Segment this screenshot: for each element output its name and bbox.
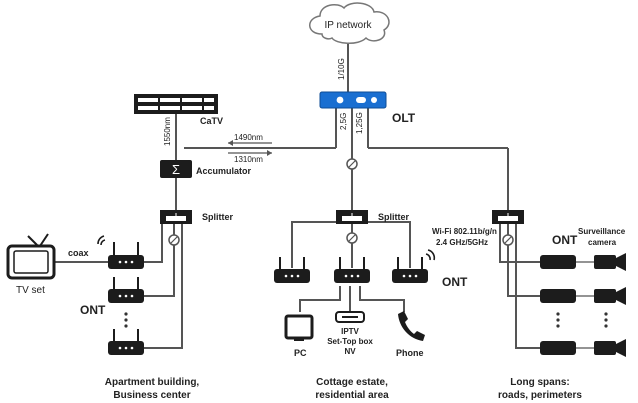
accumulator-device: Σ [160, 160, 192, 178]
ont-device-icon [540, 255, 576, 269]
phone-label: Phone [396, 348, 424, 358]
camera-label-line2: camera [588, 238, 617, 247]
uplink-speed-label: 1/10G [337, 58, 346, 80]
wifi-icon [97, 235, 106, 246]
ont-router-icon [108, 329, 144, 355]
olt-device [319, 91, 387, 109]
splitter-middle-label: Splitter [378, 212, 410, 222]
catv-transmitter [134, 94, 218, 114]
caption-middle-line2: residential area [315, 390, 389, 401]
ont-middle-label: ONT [442, 275, 468, 289]
ont-router-icon [108, 242, 144, 269]
surveillance-camera-icon [594, 287, 626, 305]
wifi-icon [425, 249, 436, 261]
phone-icon [398, 311, 425, 341]
accumulator-label: Accumulator [196, 166, 252, 176]
ip-network-label: IP network [324, 20, 372, 31]
caption-right-line2: roads, perimeters [498, 390, 582, 401]
ont-device-icon [540, 341, 576, 355]
ont-right-label: ONT [552, 233, 578, 247]
ellipsis-dots [124, 312, 128, 328]
fiber-coil-icon [168, 234, 180, 246]
coax-label: coax [68, 248, 89, 258]
iptv-label-line2: Set-Top box [327, 337, 373, 346]
surveillance-camera-icon [594, 253, 626, 271]
catv-label: CaTV [200, 116, 223, 126]
wifi-spec-line2: 2.4 GHz/5GHz [436, 238, 488, 247]
fiber-coil-icon [346, 232, 358, 244]
ont-router-icon [392, 257, 428, 283]
port-2-5g-label: 2,5G [339, 113, 348, 130]
ont-router-icon [334, 257, 370, 283]
iptv-label-line1: IPTV [341, 327, 359, 336]
lambda-1490-label: 1490nm [234, 133, 263, 142]
splitter-left-label: Splitter [202, 212, 234, 222]
camera-label-line1: Surveillance [578, 227, 626, 236]
ellipsis-dots [556, 312, 608, 328]
ont-router-icon [274, 257, 310, 283]
lambda-1550-label: 1550nm [163, 117, 172, 146]
wifi-spec-line1: Wi-Fi 802.11b/g/n [432, 227, 497, 236]
ont-router-icon [108, 277, 144, 303]
set-top-box-icon [335, 311, 365, 323]
tv-set-label: TV set [16, 285, 45, 296]
fiber-coil-icon [346, 158, 358, 170]
wavelength-arrows [228, 140, 272, 156]
caption-middle-line1: Cottage estate, [316, 377, 388, 388]
splitter-left [160, 210, 192, 224]
surveillance-camera-icon [594, 339, 626, 357]
ip-network-cloud: IP network [309, 2, 390, 44]
iptv-label-line3: NV [344, 347, 356, 356]
caption-left-line2: Business center [113, 390, 190, 401]
splitter-middle [336, 210, 368, 224]
ont-device-icon [540, 289, 576, 303]
lambda-1310-label: 1310nm [234, 155, 263, 164]
tv-set-icon [6, 233, 56, 280]
ont-left-label: ONT [80, 303, 106, 317]
pc-monitor-icon [284, 314, 314, 341]
fiber-coil-icon [502, 234, 514, 246]
splitter-right [492, 210, 524, 224]
caption-right-line1: Long spans: [510, 377, 569, 388]
connection-lines [52, 42, 594, 349]
pc-label: PC [294, 348, 307, 358]
port-1-25g-label: 1,25G [355, 112, 364, 134]
caption-left-line1: Apartment building, [105, 377, 200, 388]
svg-text:Σ: Σ [172, 162, 180, 177]
olt-label: OLT [392, 111, 416, 125]
